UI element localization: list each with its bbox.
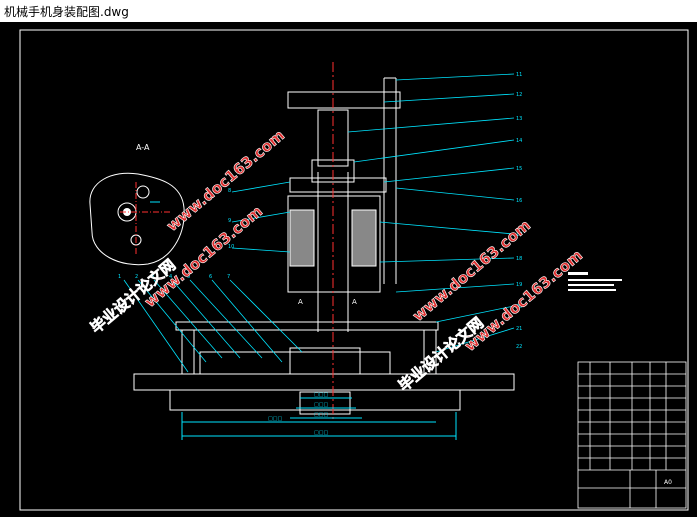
lower-housing [199, 351, 391, 375]
support-foot [299, 391, 351, 415]
part-number: 8 [228, 188, 231, 194]
foundation-top [133, 373, 515, 391]
section-hole-top [136, 185, 150, 199]
part-number: 17 [516, 232, 522, 238]
part-number: 7 [227, 274, 230, 280]
sheet-size: A0 [664, 479, 672, 486]
part-number: 19 [516, 282, 522, 288]
part-number: 20 [516, 304, 522, 310]
section-outline [89, 172, 185, 266]
cut-mark-left: A [298, 298, 303, 306]
part-number: 21 [516, 326, 522, 332]
section-label: A-A [136, 143, 150, 152]
cut-mark-right: A [352, 298, 357, 306]
part-number: 3 [151, 274, 154, 280]
dim-label-4: □□□ [268, 416, 282, 422]
part-number: 15 [516, 166, 522, 172]
part-number: 2 [135, 274, 138, 280]
window-title: 机械手机身装配图.dwg [4, 5, 129, 19]
dim-label-5: □□□ [314, 430, 328, 436]
part-number: 18 [516, 256, 522, 262]
assembly-main [133, 77, 515, 415]
drawing-canvas[interactable]: A-A A A [0, 22, 697, 517]
part-number: 9 [228, 218, 231, 224]
base-leg-left [181, 329, 195, 375]
flange-top [289, 177, 387, 193]
upper-arm [287, 91, 401, 109]
leader-lines [123, 73, 515, 373]
dimensions [181, 397, 457, 440]
part-number: 14 [516, 138, 522, 144]
drawing-border [19, 29, 689, 511]
part-number: 10 [228, 244, 234, 250]
part-number: 4 [169, 274, 172, 280]
part-number: 12 [516, 92, 522, 98]
motor-housing [287, 195, 381, 293]
part-number: 1 [118, 274, 121, 280]
cad-drawing: A-A A A [19, 29, 689, 511]
part-number: 16 [516, 198, 522, 204]
base-plate [175, 321, 439, 331]
part-number: 5 [187, 274, 190, 280]
foundation-bottom [169, 389, 461, 411]
section-view-a-a: A-A [89, 143, 185, 266]
dim-label-3: □□□ [314, 412, 328, 418]
part-number-labels: 1 2 3 4 5 6 7 8 9 10 11 12 13 14 15 16 1… [118, 72, 522, 350]
part-number: 6 [209, 274, 212, 280]
section-hole-core [123, 208, 131, 216]
dim-label-1: □□□ [314, 392, 328, 398]
part-number: 11 [516, 72, 522, 78]
watermark-site-1: www.doc163.com [163, 126, 288, 235]
technical-notes [568, 272, 622, 291]
title-block [577, 361, 687, 509]
part-number: 22 [516, 344, 522, 350]
window-titlebar: 机械手机身装配图.dwg [0, 0, 697, 22]
dim-label-2: □□□ [314, 402, 328, 408]
coil-right [351, 209, 377, 267]
part-number: 13 [516, 116, 522, 122]
coil-left [289, 209, 315, 267]
dimension-labels: □□□ □□□ □□□ □□□ □□□ [268, 392, 328, 436]
